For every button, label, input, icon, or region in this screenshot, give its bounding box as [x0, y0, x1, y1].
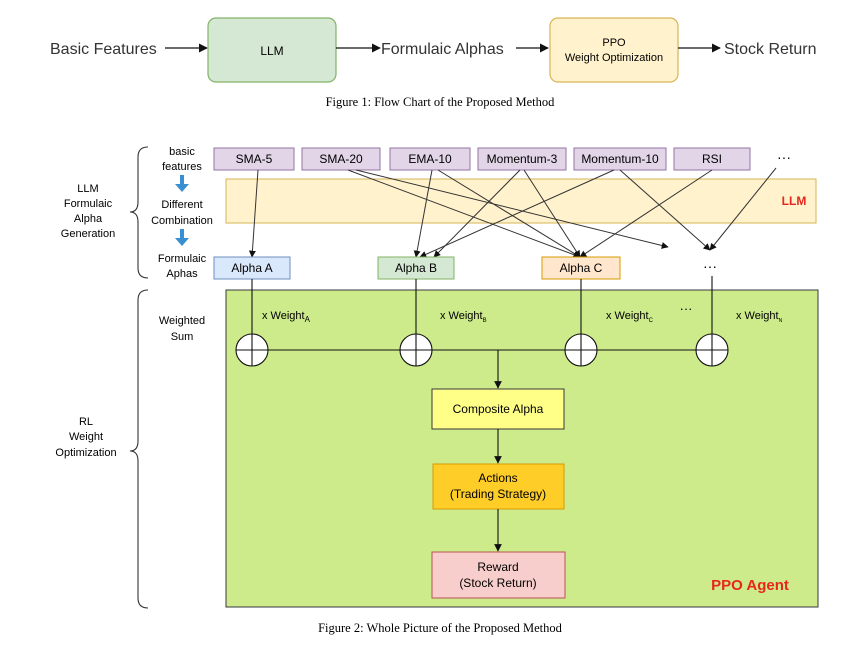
feature-ellipsis: ···	[777, 149, 791, 165]
weight-label-b: x WeightB	[440, 310, 487, 324]
sum-node-icon	[564, 333, 598, 367]
weight-label-n: x WeightN	[736, 310, 783, 324]
llm-section-line-4: Generation	[61, 228, 115, 240]
formulaic-aphas-line-2: Aphas	[166, 268, 198, 280]
basic-features-line-1: basic	[169, 146, 195, 158]
down-arrow-icon	[175, 229, 189, 246]
composite-alpha-label: Composite Alpha	[453, 402, 544, 416]
fig1-llm-box	[207, 17, 337, 83]
feature-label-momentum-3: Momentum-3	[487, 152, 558, 166]
feature-box-ema-10	[389, 147, 471, 171]
weighted-sum-line-2: Sum	[171, 331, 194, 343]
basic-features-line-2: features	[162, 161, 202, 173]
feature-box-sma-20	[301, 147, 381, 171]
fig1-llm-label: LLM	[260, 44, 283, 58]
figure-1: Basic Features LLM Formulaic Alphas PPO …	[50, 17, 816, 109]
feature-label-sma-20: SMA-20	[319, 152, 363, 166]
fig1-ppo-line1: PPO	[602, 37, 626, 49]
alpha-to-sum-lines	[251, 276, 713, 334]
llm-section-line-3: Alpha	[74, 213, 103, 225]
fig1-stock-return-label: Stock Return	[724, 41, 816, 58]
sum-node-icon	[399, 333, 433, 367]
llm-section-line-1: LLM	[77, 183, 98, 195]
figure-2: LLM Formulaic Alpha Generation RL Weight…	[55, 146, 819, 635]
sum-node-icon	[235, 333, 269, 367]
actions-box	[432, 463, 565, 510]
actions-line-1: Actions	[478, 471, 517, 485]
alpha-label-b: Alpha B	[395, 261, 437, 275]
llm-band-label: LLM	[782, 194, 807, 208]
alpha-label-c: Alpha C	[560, 261, 603, 275]
figure-1-caption: Figure 1: Flow Chart of the Proposed Met…	[326, 95, 556, 109]
ppo-agent-label: PPO Agent	[711, 577, 789, 594]
feature-label-sma-5: SMA-5	[236, 152, 273, 166]
figure-2-caption: Figure 2: Whole Picture of the Proposed …	[318, 621, 563, 635]
fig1-basic-features-label: Basic Features	[50, 41, 157, 58]
weight-ellipsis: ···	[680, 301, 693, 316]
alpha-label-a: Alpha A	[231, 261, 272, 275]
reward-line-1: Reward	[477, 560, 518, 574]
fig1-formulaic-alphas-label: Formulaic Alphas	[381, 41, 504, 58]
fig1-ppo-box	[549, 17, 679, 83]
llm-section-brace	[129, 146, 149, 279]
composite-alpha-box	[431, 388, 565, 430]
llm-section-line-2: Formulaic	[64, 198, 113, 210]
formulaic-aphas-line-1: Formulaic	[158, 253, 207, 265]
reward-box	[431, 551, 566, 599]
alpha-ellipsis: ···	[703, 258, 717, 274]
feature-alpha-connections	[248, 167, 777, 259]
different-combination-line-1: Different	[161, 199, 202, 211]
feature-box-momentum-3	[477, 147, 567, 171]
different-combination-line-2: Combination	[151, 215, 213, 227]
weighted-sum-line-1: Weighted	[159, 315, 205, 327]
rl-section-brace	[129, 289, 149, 609]
feature-label-momentum-10: Momentum-10	[581, 152, 659, 166]
sum-node-icon	[695, 333, 729, 367]
fig1-ppo-line2: Weight Optimization	[565, 52, 663, 64]
actions-line-2: (Trading Strategy)	[450, 487, 546, 501]
rl-section-line-1: RL	[79, 416, 93, 428]
llm-band	[225, 178, 817, 224]
rl-section-line-3: Optimization	[55, 447, 116, 459]
feature-box-sma-5	[213, 147, 295, 171]
reward-line-2: (Stock Return)	[459, 576, 536, 590]
weight-label-a: x WeightA	[262, 310, 311, 324]
weight-label-c: x WeightC	[606, 310, 654, 324]
down-arrow-icon	[175, 175, 189, 192]
rl-section-line-2: Weight	[69, 431, 103, 443]
feature-label-ema-10: EMA-10	[408, 152, 452, 166]
sum-nodes	[235, 333, 729, 367]
feature-label-rsi: RSI	[702, 152, 722, 166]
